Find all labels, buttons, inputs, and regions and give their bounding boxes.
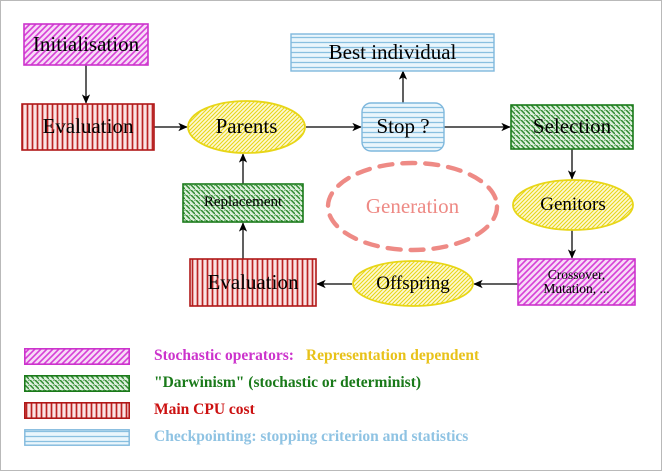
legend-swatch-magenta-diag [24,347,130,365]
node-stop[interactable]: Stop ? [362,103,444,151]
node-shape-generation [325,160,500,253]
node-crossover[interactable]: Crossover, Mutation, ... [518,259,635,305]
legend-row-darwinism: "Darwinism" (stochastic or determinist) [24,372,421,394]
legend-text-part2: Representation dependent [305,347,480,364]
node-shape-offspring[interactable] [352,260,474,307]
legend-row-stochastic-operators: Stochastic operators: Representation depe… [24,345,479,367]
node-label-offspring: Offspring [376,272,450,294]
node-initialisation[interactable]: Initialisation [24,24,148,65]
node-shape-stop[interactable] [361,102,445,152]
node-selection[interactable]: Selection [511,105,633,149]
node-shape-evaluation-bottom[interactable] [189,258,317,307]
node-shape-initialisation[interactable] [23,23,149,66]
node-label-genitors: Genitors [540,194,606,216]
legend-text-stochastic-operators: Stochastic operators: Representation depe… [154,347,479,365]
node-label-crossover: Crossover, Mutation, ... [543,266,610,296]
legend-row-checkpointing: Checkpointing: stopping criterion and st… [24,426,468,448]
node-parents[interactable]: Parents [188,101,305,153]
node-replacement[interactable]: Replacement [183,184,303,222]
node-label-generation: Generation [365,193,460,218]
node-evaluation-top[interactable]: Evaluation [22,104,154,150]
node-label-evaluation-bottom: Evaluation [207,269,299,294]
node-evaluation-bottom[interactable]: Evaluation [190,259,316,306]
node-genitors[interactable]: Genitors [513,180,633,230]
node-shape-best-individual[interactable] [290,33,495,72]
node-shape-evaluation-top[interactable] [21,103,155,151]
node-label-replacement: Replacement [203,194,283,211]
node-label-stop: Stop ? [376,114,430,139]
node-shape-parents[interactable] [187,100,306,154]
legend-swatch-blue-horz [24,428,130,446]
node-shape-replacement[interactable] [182,183,304,223]
legend-text-checkpointing: Checkpointing: stopping criterion and st… [154,428,469,445]
legend-text-part1: Stochastic operators: [154,347,294,364]
node-label-evaluation-top: Evaluation [42,114,134,139]
node-shape-selection[interactable] [510,104,634,150]
legend-swatch-green-diag [24,374,130,392]
node-label-initialisation: Initialisation [32,31,140,56]
legend-text-main-cpu-cost: Main CPU cost [154,401,255,418]
node-label-parents: Parents [215,114,278,139]
legend-row-main-cpu-cost: Main CPU cost [24,399,255,421]
node-best-individual[interactable]: Best individual [291,34,494,71]
node-label-best-individual: Best individual [328,39,457,64]
node-offspring[interactable]: Offspring [353,261,473,306]
legend: Stochastic operators: Representation depe… [0,338,662,458]
node-label-selection: Selection [532,114,612,139]
node-generation: Generation [328,163,497,250]
node-shape-genitors[interactable] [512,179,634,231]
node-shape-crossover[interactable] [517,258,636,306]
legend-text-darwinism: "Darwinism" (stochastic or determinist) [154,374,422,391]
legend-swatch-red-vert [24,401,130,419]
